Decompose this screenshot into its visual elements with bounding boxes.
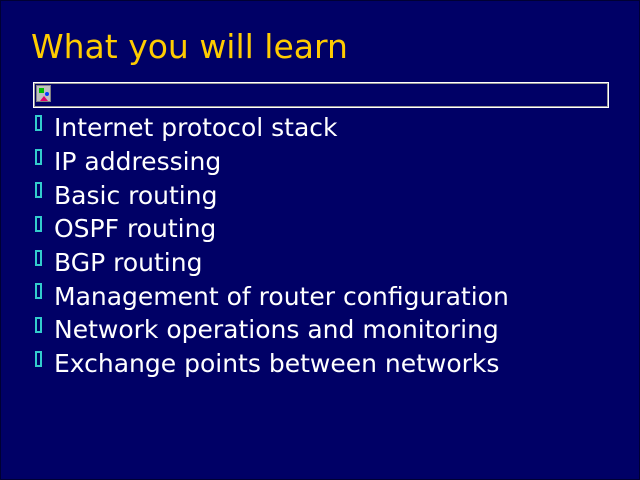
list-item: Exchange points between networks [35,347,509,381]
list-item-label: Internet protocol stack [54,113,338,143]
bullet-icon [35,148,42,165]
list-item: Internet protocol stack [35,111,509,145]
image-placeholder [33,82,609,108]
list-item-label: Management of router configuration [54,281,509,311]
bullet-list: Internet protocol stack IP addressing Ba… [35,111,509,381]
broken-image-icon [36,85,51,102]
bullet-icon [35,316,42,333]
bullet-icon [35,283,42,300]
list-item: IP addressing [35,145,509,179]
bullet-icon [35,249,42,266]
list-item: OSPF routing [35,212,509,246]
list-item-label: Basic routing [54,180,218,210]
bullet-icon [35,350,42,367]
bullet-icon [35,215,42,232]
list-item: Basic routing [35,178,509,212]
list-item-label: Network operations and monitoring [54,315,499,345]
slide-title: What you will learn [31,27,348,66]
list-item-label: Exchange points between networks [54,349,500,379]
list-item-label: IP addressing [54,147,222,177]
list-item-label: OSPF routing [54,214,217,244]
bullet-icon [35,182,42,199]
list-item: BGP routing [35,246,509,280]
bullet-icon [35,114,42,131]
list-item-label: BGP routing [54,248,203,278]
list-item: Management of router configuration [35,279,509,313]
list-item: Network operations and monitoring [35,313,509,347]
